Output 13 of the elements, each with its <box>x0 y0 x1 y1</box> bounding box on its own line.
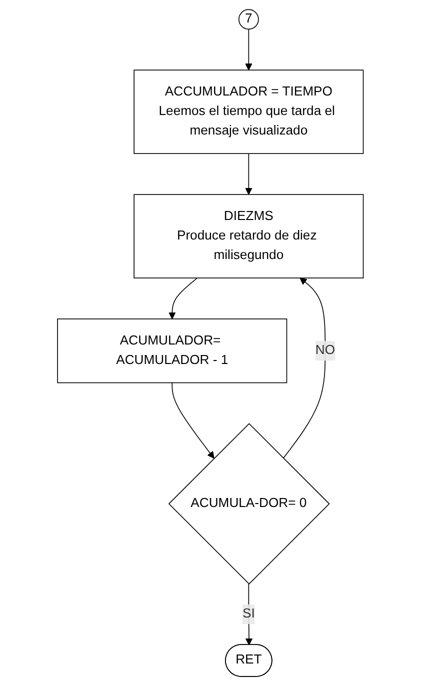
edge-label: SI <box>242 606 255 621</box>
arrow <box>245 584 253 646</box>
node-diamond: ACUMULA-DOR= 0 <box>168 423 330 585</box>
arrow <box>282 278 326 459</box>
node-box: ACCUMULADOR = TIEMPO Leemos el tiempo que tarda el mensaje visualizado <box>134 70 364 154</box>
arrow <box>168 278 198 320</box>
node-box: DIEZMS Produce retardo de diez milisegundo <box>134 194 364 278</box>
arrow <box>245 28 252 70</box>
node-circle: 7 <box>238 9 259 30</box>
edge-label: NO <box>315 343 336 358</box>
node-box: ACUMULADOR= ACUMULADOR - 1 <box>57 318 288 384</box>
arrow <box>245 153 252 195</box>
arrow <box>172 382 214 459</box>
